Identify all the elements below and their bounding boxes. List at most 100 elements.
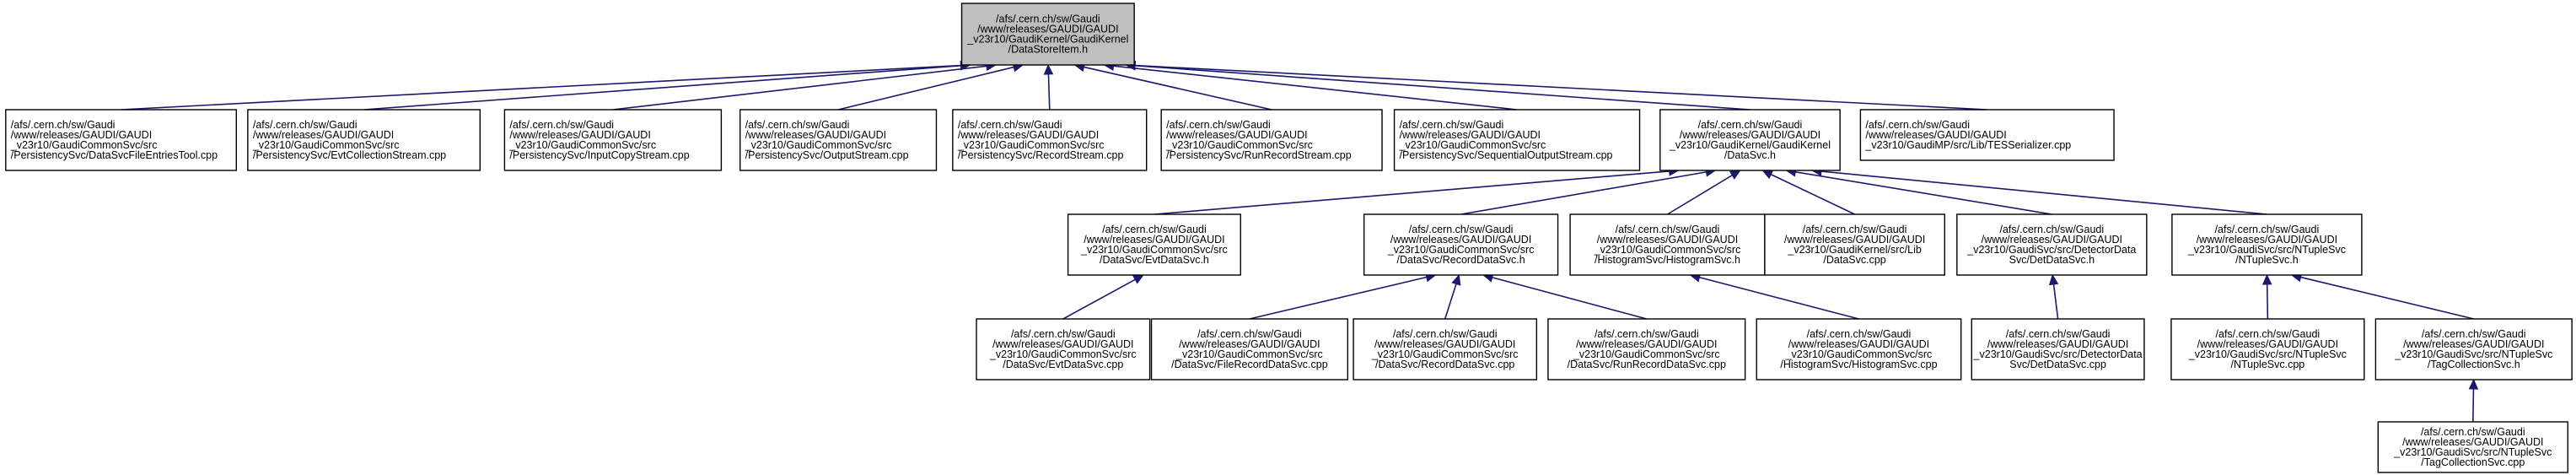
node-label-line: /www/releases/GAUDI/GAUDI bbox=[1400, 129, 1541, 141]
node-box bbox=[503, 109, 723, 171]
node-label-line: /www/releases/GAUDI/GAUDI bbox=[1374, 338, 1515, 350]
node-label-line: /www/releases/GAUDI/GAUDI bbox=[1680, 129, 1820, 141]
node-label-line: /HistogramSvc/HistogramSvc.cpp bbox=[1780, 359, 1937, 370]
edge-evtdatasvc_cpp-to-evtdatasvc_h bbox=[1062, 278, 1136, 320]
node-recordstream[interactable]: /afs/.cern.ch/sw/Gaudi/www/releases/GAUD… bbox=[952, 109, 1148, 171]
node-detdatasvc-h[interactable]: /afs/.cern.ch/sw/Gaudi/www/releases/GAUD… bbox=[1956, 213, 2148, 276]
node-label-line: /PersistencySvc/OutputStream.cpp bbox=[745, 149, 909, 161]
node-ntuplesvc-h[interactable]: /afs/.cern.ch/sw/Gaudi/www/releases/GAUD… bbox=[2171, 213, 2363, 276]
arrowhead bbox=[2261, 273, 2272, 285]
node-histogramsvc-cpp[interactable]: /afs/.cern.ch/sw/Gaudi/www/releases/GAUD… bbox=[1756, 318, 1962, 381]
node-label-line: /afs/.cern.ch/sw/Gaudi bbox=[2421, 426, 2525, 438]
edge-outputstream-to-datastoreitem bbox=[837, 66, 1014, 111]
node-histogramsvc-h[interactable]: /afs/.cern.ch/sw/Gaudi/www/releases/GAUD… bbox=[1569, 213, 1766, 276]
node-box bbox=[1150, 318, 1348, 381]
node-label-line: /DataSvc.cpp bbox=[1823, 254, 1885, 266]
node-label-line: _v23r10/GaudiCommonSvc/src bbox=[508, 139, 656, 151]
edge-recorddatasvc_h-to-datasvc_h bbox=[1460, 171, 1707, 215]
node-box bbox=[2171, 213, 2363, 276]
node-label-line: /afs/.cern.ch/sw/Gaudi bbox=[1400, 119, 1504, 131]
node-label-line: /PersistencySvc/EvtCollectionStream.cpp bbox=[253, 149, 446, 161]
node-label-line: /afs/.cern.ch/sw/Gaudi bbox=[745, 119, 850, 131]
node-label-line: /DataSvc/EvtDataSvc.cpp bbox=[1003, 359, 1123, 370]
arrowhead bbox=[1761, 170, 1774, 180]
node-label-line: /PersistencySvc/SequentialOutputStream.c… bbox=[1400, 149, 1613, 161]
node-box bbox=[2170, 318, 2365, 381]
node-label-line: /PersistencySvc/DataSvcFileEntriesTool.c… bbox=[11, 149, 218, 161]
node-label-line: /DataSvc/RecordDataSvc.h bbox=[1397, 254, 1525, 266]
node-datasvc-h[interactable]: /afs/.cern.ch/sw/Gaudi/www/releases/GAUD… bbox=[1659, 109, 1841, 171]
node-label-line: /DataSvc/EvtDataSvc.h bbox=[1100, 254, 1209, 266]
node-label-line: /NTupleSvc.h bbox=[2235, 254, 2299, 266]
node-label-line: /afs/.cern.ch/sw/Gaudi bbox=[1197, 328, 1302, 340]
node-label-line: _v23r10/GaudiCommonSvc/src bbox=[1165, 139, 1313, 151]
node-label-line: /www/releases/GAUDI/GAUDI bbox=[2197, 234, 2337, 246]
arrowhead bbox=[2468, 378, 2479, 390]
node-label-line: /www/releases/GAUDI/GAUDI bbox=[1179, 338, 1320, 350]
node-filerecorddatasvc-cpp[interactable]: /afs/.cern.ch/sw/Gaudi/www/releases/GAUD… bbox=[1150, 318, 1348, 381]
node-evtcollectionstream[interactable]: /afs/.cern.ch/sw/Gaudi/www/releases/GAUD… bbox=[247, 109, 481, 171]
edge-evtcollectionstream-to-datastoreitem bbox=[363, 65, 961, 111]
node-box bbox=[1956, 213, 2148, 276]
node-label-line: /www/releases/GAUDI/GAUDI bbox=[2197, 338, 2338, 350]
edge-inputcopystream-to-datastoreitem bbox=[612, 65, 987, 111]
node-label-line: _v23r10/GaudiCommonSvc/src bbox=[957, 139, 1105, 151]
node-label-line: /www/releases/GAUDI/GAUDI bbox=[509, 129, 650, 141]
node-box bbox=[1393, 109, 1641, 171]
arrowhead bbox=[1451, 273, 1461, 286]
node-label-line: /afs/.cern.ch/sw/Gaudi bbox=[2006, 328, 2111, 340]
node-label-line: /afs/.cern.ch/sw/Gaudi bbox=[509, 119, 614, 131]
node-label-line: /afs/.cern.ch/sw/Gaudi bbox=[958, 119, 1062, 131]
node-label-line: /DataSvc/RecordDataSvc.cpp bbox=[1375, 359, 1514, 370]
node-box bbox=[1547, 318, 1746, 381]
node-label-line: Svc/DetDataSvc.h bbox=[2009, 254, 2095, 266]
node-label-line: /www/releases/GAUDI/GAUDI bbox=[958, 129, 1099, 141]
node-tesserializer[interactable]: /afs/.cern.ch/sw/Gaudi/www/releases/GAUD… bbox=[1859, 109, 2115, 161]
node-label-line: /afs/.cern.ch/sw/Gaudi bbox=[11, 119, 116, 131]
edge-sequentialoutputstream-to-datastoreitem bbox=[1113, 65, 1518, 111]
node-box bbox=[2377, 421, 2569, 473]
node-tagcollectionsvc-cpp[interactable]: /afs/.cern.ch/sw/Gaudi/www/releases/GAUD… bbox=[2377, 421, 2569, 473]
edge-tesserializer-to-datastoreitem bbox=[1135, 64, 1987, 111]
edge-detdatasvc_h-to-datasvc_h bbox=[1795, 171, 2052, 215]
node-label-line: /afs/.cern.ch/sw/Gaudi bbox=[996, 13, 1100, 25]
node-ntuplesvc-cpp[interactable]: /afs/.cern.ch/sw/Gaudi/www/releases/GAUD… bbox=[2170, 318, 2365, 381]
edge-runrecordstream-to-datastoreitem bbox=[1084, 66, 1272, 111]
edge-detdatasvc_cpp-to-detdatasvc_h bbox=[2052, 283, 2059, 320]
node-datasvc-cpp[interactable]: /afs/.cern.ch/sw/Gaudi/www/releases/GAUD… bbox=[1764, 213, 1945, 276]
node-inputcopystream[interactable]: /afs/.cern.ch/sw/Gaudi/www/releases/GAUD… bbox=[503, 109, 723, 171]
node-sequentialoutputstream[interactable]: /afs/.cern.ch/sw/Gaudi/www/releases/GAUD… bbox=[1393, 109, 1641, 171]
node-label-line: _v23r10/GaudiCommonSvc/src bbox=[989, 348, 1137, 360]
node-recorddatasvc-cpp[interactable]: /afs/.cern.ch/sw/Gaudi/www/releases/GAUD… bbox=[1353, 318, 1538, 381]
node-box bbox=[1353, 318, 1538, 381]
node-evtdatasvc-h[interactable]: /afs/.cern.ch/sw/Gaudi/www/releases/GAUD… bbox=[1067, 213, 1241, 276]
node-label-line: /DataSvc.h bbox=[1724, 149, 1776, 161]
node-label-line: /afs/.cern.ch/sw/Gaudi bbox=[1616, 224, 1720, 235]
edge-filerecorddatasvc_cpp-to-recorddatasvc_h bbox=[1249, 276, 1428, 320]
node-label-line: /www/releases/GAUDI/GAUDI bbox=[1865, 129, 2006, 141]
node-outputstream[interactable]: /afs/.cern.ch/sw/Gaudi/www/releases/GAUD… bbox=[739, 109, 938, 171]
node-detdatasvc-cpp[interactable]: /afs/.cern.ch/sw/Gaudi/www/releases/GAUD… bbox=[1971, 318, 2145, 381]
node-tagcollectionsvc-h[interactable]: /afs/.cern.ch/sw/Gaudi/www/releases/GAUD… bbox=[2374, 318, 2573, 381]
node-label-line: _v23r10/GaudiCommonSvc/src bbox=[1175, 348, 1323, 360]
node-label-line: _v23r10/GaudiSvc/src/NTupleSvc bbox=[2393, 446, 2552, 458]
node-runrecordstream[interactable]: /afs/.cern.ch/sw/Gaudi/www/releases/GAUD… bbox=[1160, 109, 1383, 171]
node-label-line: _v23r10/GaudiCommonSvc/src bbox=[252, 139, 400, 151]
node-label-line: /www/releases/GAUDI/GAUDI bbox=[1166, 129, 1307, 141]
edge-ntuplesvc_cpp-to-ntuplesvc_h bbox=[2266, 283, 2269, 320]
node-recorddatasvc-h[interactable]: /afs/.cern.ch/sw/Gaudi/www/releases/GAUD… bbox=[1363, 213, 1559, 276]
node-label-line: /www/releases/GAUDI/GAUDI bbox=[253, 129, 394, 141]
node-label-line: _v23r10/GaudiCommonSvc/src bbox=[745, 139, 892, 151]
node-box bbox=[5, 109, 237, 171]
node-datastoreitem[interactable]: /afs/.cern.ch/sw/Gaudi/www/releases/GAUD… bbox=[960, 3, 1135, 66]
node-box bbox=[1859, 109, 2115, 161]
node-label-line: /afs/.cern.ch/sw/Gaudi bbox=[2422, 328, 2526, 340]
node-label-line: /PersistencySvc/InputCopyStream.cpp bbox=[509, 149, 689, 161]
node-label-line: /afs/.cern.ch/sw/Gaudi bbox=[1393, 328, 1498, 340]
node-box bbox=[1067, 213, 1241, 276]
node-evtdatasvc-cpp[interactable]: /afs/.cern.ch/sw/Gaudi/www/releases/GAUD… bbox=[976, 318, 1151, 381]
node-label-line: /www/releases/GAUDI/GAUDI bbox=[1982, 234, 2122, 246]
edge-ntuplesvc_h-to-datasvc_h bbox=[1820, 170, 2267, 215]
node-datasvcfileentries[interactable]: /afs/.cern.ch/sw/Gaudi/www/releases/GAUD… bbox=[5, 109, 237, 171]
node-runrecorddatasvc-cpp[interactable]: /afs/.cern.ch/sw/Gaudi/www/releases/GAUD… bbox=[1547, 318, 1746, 381]
